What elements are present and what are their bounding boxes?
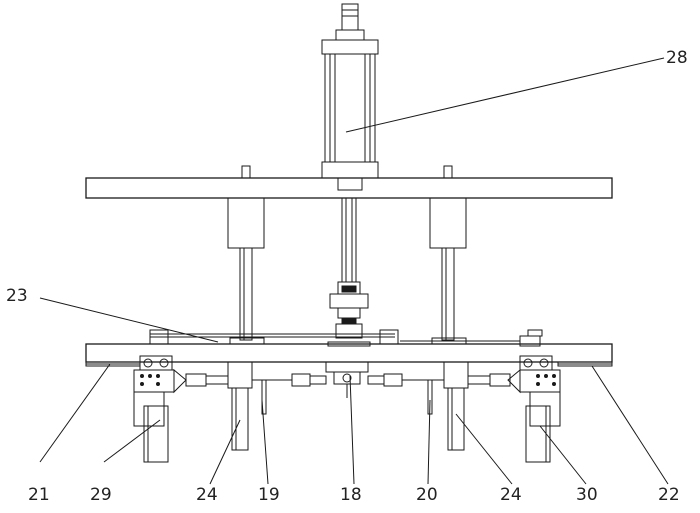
label-24-left: 24 (196, 485, 218, 505)
leader-lines (39, 57, 669, 485)
label-21: 21 (28, 485, 50, 505)
guide-column-right (429, 197, 467, 345)
label-29: 29 (90, 485, 112, 505)
central-rod (329, 197, 369, 339)
rail-22 (557, 361, 613, 367)
label-28: 28 (666, 48, 688, 68)
label-23: 23 (6, 286, 28, 306)
central-block-18 (325, 361, 369, 398)
label-20: 20 (416, 485, 438, 505)
label-22: 22 (658, 485, 680, 505)
rod-19 (185, 373, 327, 415)
cylinder-24-left (227, 361, 253, 451)
rail-23 (149, 329, 543, 347)
gripper-30 (507, 355, 561, 463)
label-24-right: 24 (500, 485, 522, 505)
label-19: 19 (258, 485, 280, 505)
top-plate (85, 165, 613, 199)
gripper-29 (133, 355, 187, 463)
cylinder-24-right (443, 361, 469, 451)
guide-column-left (227, 197, 265, 345)
cylinder-28 (321, 3, 379, 191)
rod-20 (367, 373, 511, 415)
label-18: 18 (340, 485, 362, 505)
label-30: 30 (576, 485, 598, 505)
